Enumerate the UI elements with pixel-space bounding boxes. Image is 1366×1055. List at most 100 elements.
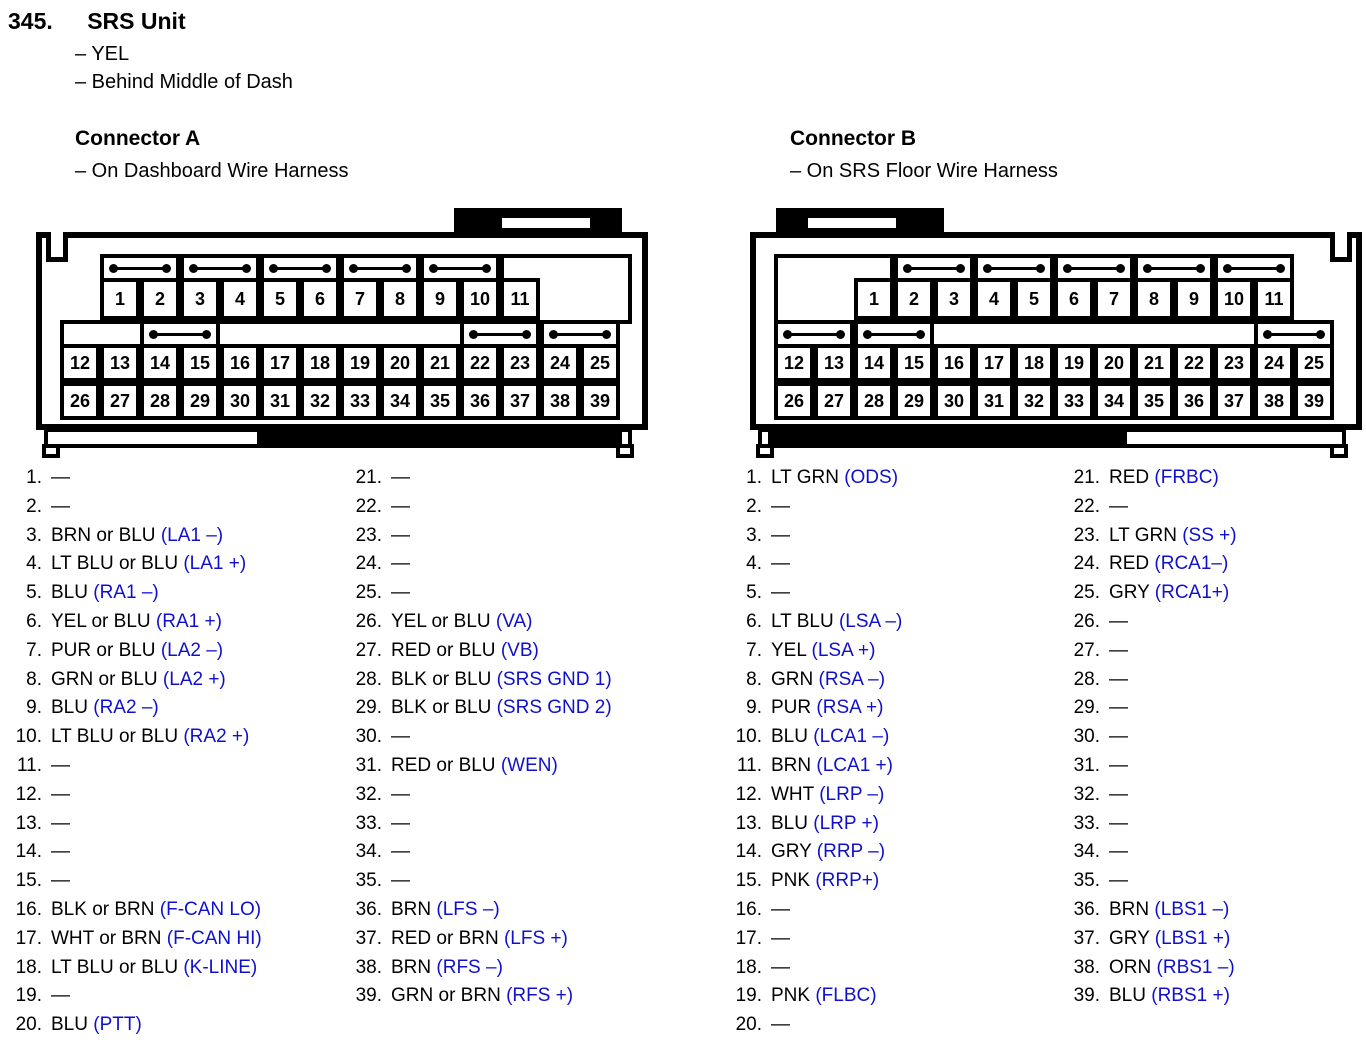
pin-list-item: 22.— [346,493,612,522]
pin-list-item: 27.— [1064,637,1237,666]
pin-number: 26. [355,610,382,632]
pin-cell: 39 [1294,382,1334,420]
pin-number: 3. [26,524,42,546]
pin-list-item: 1.— [6,464,262,493]
pin-list-item: 18.— [726,954,902,983]
pin-number: 13. [735,812,762,834]
pin-number: 37. [355,927,382,949]
wire-color: YEL [771,639,807,661]
pin-number: 29. [1073,697,1100,719]
signal-name: (RA2 –) [93,697,159,719]
wire-color: — [771,582,790,604]
jumper-line [866,332,922,336]
jumper-cell-mid [460,320,540,348]
pin-list-item: 4.— [726,550,902,579]
pin-cell: 28 [140,382,180,420]
pin-cell: 15 [180,344,220,382]
signal-name: (RSA +) [816,697,884,719]
jumper-cell-mid [774,320,854,348]
pin-cell: 30 [934,382,974,420]
pin-list-item: 23.LT GRN (SS +) [1064,522,1237,551]
wire-color: — [771,898,790,920]
pin-list-item: 16.BLK or BRN (F-CAN LO) [6,896,262,925]
pin-cell: 23 [1214,344,1254,382]
wire-color: — [391,467,410,488]
wire-color: RED or BLU [391,639,496,661]
pin-number: 15. [15,870,42,892]
pin-list-item: 9.BLU (RA2 –) [6,694,262,723]
jumper-line [352,266,408,270]
pin-number: 2. [26,495,42,517]
connector-b-heading: Connector B [790,127,916,150]
wire-color: GRN [771,668,814,690]
jumper-dot [549,329,558,339]
mounting-tab-slot [808,218,896,228]
pin-cell: 8 [1134,278,1174,320]
pin-cell: 6 [1054,278,1094,320]
wire-color: LT BLU or BLU [51,956,179,978]
pin-list-item: 25.GRY (RCA1+) [1064,579,1237,608]
connector-outer-shell [36,232,648,430]
note-location: – Behind Middle of Dash [75,71,293,93]
wire-color: PNK [771,870,811,892]
pin-cell: 37 [500,382,540,420]
pin-cell: 24 [540,344,580,382]
pin-number: 18. [15,956,42,978]
jumper-line [986,266,1042,270]
pin-number: 19. [735,985,762,1007]
wire-color: — [771,1014,790,1036]
pin-cell: 12 [60,344,100,382]
pin-list-item: 36.BRN (LFS –) [346,896,612,925]
pin-list-item: 21.RED (FRBC) [1064,464,1237,493]
pin-number: 2. [746,495,762,517]
pin-cell: 2 [140,278,180,320]
pin-cell: 29 [894,382,934,420]
pin-list-item: 29.BLK or BLU (SRS GND 2) [346,694,612,723]
pin-cell: 21 [420,344,460,382]
jumper-dot [162,263,171,273]
pin-list-item: 13.— [6,810,262,839]
pin-number: 33. [355,812,382,834]
jumper-cell-top [180,254,260,282]
wire-color: GRN or BLU [51,668,158,690]
signal-name: (RA2 +) [183,726,250,748]
wire-color: LT BLU or BLU [51,726,179,748]
wire-color: YEL or BLU [391,610,491,632]
signal-name: (RRP+) [815,870,880,892]
wire-color: — [391,553,410,575]
wire-color: BLU [51,697,88,719]
jumper-line [552,332,608,336]
pin-number: 10. [15,726,42,748]
pin-number: 28. [355,668,382,690]
pin-list-item: 24.— [346,550,612,579]
pin-cell: 36 [1174,382,1214,420]
signal-name: (LRP –) [819,783,885,805]
jumper-line [472,332,528,336]
wire-color: — [1109,754,1128,776]
signal-name: (SS +) [1182,524,1237,546]
connector-b-pin-list-1: 1.LT GRN (ODS)2.—3.—4.—5.—6.LT BLU (LSA … [726,464,903,1040]
pin-cell: 17 [260,344,300,382]
pin-list-item: 11.— [6,752,262,781]
bottom-skirt [758,428,1346,448]
jumper-dot [402,263,411,273]
wire-color: — [771,524,790,546]
pin-number: 35. [1073,870,1100,892]
pin-number: 12. [15,783,42,805]
wire-color: LT BLU or BLU [51,553,179,575]
pin-list-item: 15.— [6,867,262,896]
pin-cell: 3 [934,278,974,320]
signal-name: (VB) [500,639,539,661]
pin-number: 1. [26,467,42,488]
wire-color: BLU [1109,985,1146,1007]
pin-number: 35. [355,870,382,892]
pin-cell: 13 [814,344,854,382]
pin-cell: 18 [300,344,340,382]
signal-name: (LBS1 +) [1154,927,1231,949]
pin-cell: 20 [1094,344,1134,382]
pin-cell: 7 [1094,278,1134,320]
wire-color: RED [1109,553,1150,575]
signal-name: (RCA1–) [1154,553,1229,575]
wire-color: — [51,783,70,805]
